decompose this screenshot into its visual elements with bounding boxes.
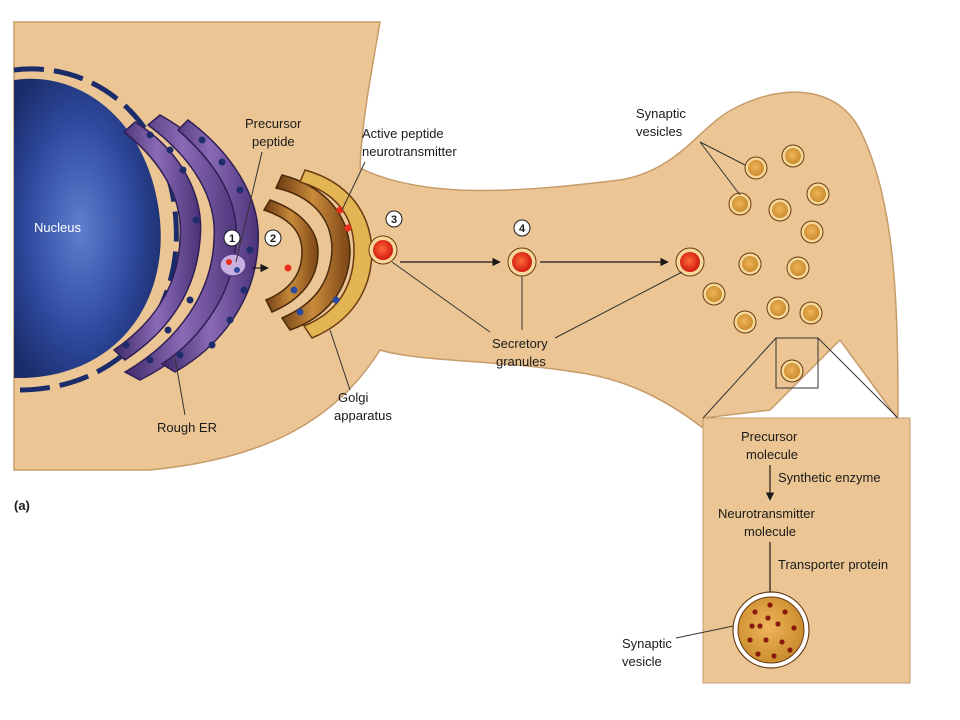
synaptic-vesicle bbox=[738, 252, 762, 276]
synaptic-vesicle bbox=[702, 282, 726, 306]
label-golgi-line2: apparatus bbox=[334, 408, 392, 423]
secretory-granule-3 bbox=[368, 235, 398, 265]
zoom-line-right bbox=[817, 337, 899, 419]
step-marker-2: 2 bbox=[264, 229, 282, 247]
synaptic-vesicle bbox=[766, 296, 790, 320]
secretory-granule-terminal bbox=[675, 247, 705, 277]
inset-neurotransmitter-line2: molecule bbox=[744, 524, 796, 539]
synaptic-vesicle bbox=[781, 144, 805, 168]
nucleus bbox=[14, 78, 161, 379]
label-active-peptide-line1: Active peptide bbox=[362, 126, 444, 141]
cell-cytoplasm bbox=[13, 21, 899, 471]
synaptic-vesicle bbox=[800, 220, 824, 244]
inset-synaptic-vesicle bbox=[732, 591, 810, 669]
neurotransmitter-molecule bbox=[755, 651, 761, 657]
inset-precursor-line1: Precursor bbox=[741, 429, 798, 444]
precursor-dot-red bbox=[226, 259, 232, 265]
neurotransmitter-molecule bbox=[752, 609, 758, 615]
label-precursor-peptide-line1: Precursor bbox=[245, 116, 302, 131]
neurotransmitter-molecule bbox=[775, 621, 781, 627]
neurotransmitter-molecule bbox=[782, 609, 788, 615]
neurotransmitter-molecule bbox=[771, 653, 777, 659]
synaptic-vesicle bbox=[799, 301, 823, 325]
inset-vesicle-line2: vesicle bbox=[622, 654, 662, 669]
neurotransmitter-molecule bbox=[757, 623, 763, 629]
rough-er bbox=[112, 114, 260, 381]
neurotransmitter-molecule bbox=[747, 637, 753, 643]
step-2-number: 2 bbox=[270, 233, 276, 245]
label-synaptic-vesicles-line1: Synaptic bbox=[636, 106, 686, 121]
label-rough-er: Rough ER bbox=[157, 420, 217, 435]
zoom-box bbox=[775, 337, 819, 389]
step-4-number: 4 bbox=[519, 223, 526, 235]
leader-lines bbox=[174, 141, 746, 639]
inset-transporter-protein: Transporter protein bbox=[778, 557, 888, 572]
neurotransmitter-molecule bbox=[749, 623, 755, 629]
neurotransmitter-molecule bbox=[779, 639, 785, 645]
neurotransmitter-molecule bbox=[791, 625, 797, 631]
synaptic-vesicle bbox=[744, 156, 768, 180]
secretory-granule-4 bbox=[507, 247, 537, 277]
golgi-dots bbox=[284, 206, 352, 316]
inset-synthetic-enzyme: Synthetic enzyme bbox=[778, 470, 881, 485]
synaptic-vesicles bbox=[702, 144, 830, 383]
step-1-number: 1 bbox=[229, 233, 235, 245]
label-secretory-granules-line1: Secretory bbox=[492, 336, 548, 351]
neurotransmitter-molecule bbox=[787, 647, 793, 653]
ribosomes bbox=[122, 131, 254, 364]
step-marker-4: 4 bbox=[513, 219, 531, 237]
label-active-peptide-line2: neurotransmitter bbox=[362, 144, 457, 159]
nuclear-envelope bbox=[13, 66, 179, 393]
neurotransmitter-molecule bbox=[763, 637, 769, 643]
panel-label-a: (a) bbox=[14, 498, 30, 513]
synaptic-vesicle bbox=[806, 182, 830, 206]
label-secretory-granules-line2: granules bbox=[496, 354, 546, 369]
synaptic-vesicle bbox=[728, 192, 752, 216]
synaptic-vesicle bbox=[786, 256, 810, 280]
zoom-line-left bbox=[702, 337, 777, 419]
step-3-number: 3 bbox=[391, 214, 397, 226]
label-precursor-peptide-line2: peptide bbox=[252, 134, 295, 149]
synaptic-vesicle bbox=[780, 359, 804, 383]
neurotransmitter-molecule bbox=[765, 615, 771, 621]
synaptic-vesicle bbox=[768, 198, 792, 222]
neurotransmitter-molecule bbox=[767, 602, 773, 608]
inset-precursor-line2: molecule bbox=[746, 447, 798, 462]
inset-vesicle-line1: Synaptic bbox=[622, 636, 672, 651]
step-marker-3: 3 bbox=[385, 210, 403, 228]
label-nucleus: Nucleus bbox=[34, 220, 81, 235]
label-golgi-line1: Golgi bbox=[338, 390, 368, 405]
precursor-vesicle bbox=[219, 253, 247, 277]
golgi-apparatus bbox=[262, 169, 373, 339]
inset-vesicle-contents bbox=[747, 602, 797, 659]
inset-neurotransmitter-line1: Neurotransmitter bbox=[718, 506, 815, 521]
label-synaptic-vesicles-line2: vesicles bbox=[636, 124, 683, 139]
synaptic-vesicle bbox=[733, 310, 757, 334]
step-marker-1: 1 bbox=[223, 229, 241, 247]
precursor-dot-blue bbox=[234, 267, 240, 273]
